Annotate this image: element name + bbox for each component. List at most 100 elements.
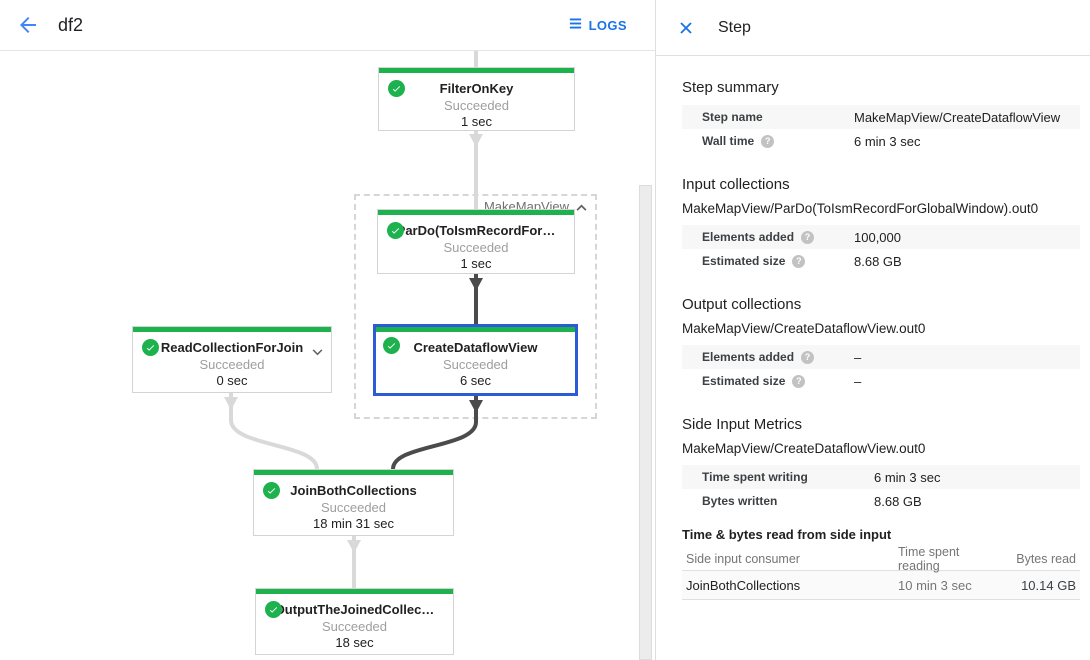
close-icon[interactable] <box>676 18 696 38</box>
column-header-time-reading: Time spent reading <box>898 544 960 573</box>
help-icon[interactable]: ? <box>761 134 775 148</box>
node-status-bar <box>378 210 574 215</box>
metric-row: Wall time? 6 min 3 sec <box>682 129 1080 153</box>
graph-node-outputthejoined[interactable]: OutputTheJoinedCollec… Succeeded 18 sec <box>255 588 454 655</box>
node-status: Succeeded <box>443 98 510 113</box>
success-check-icon <box>263 482 280 499</box>
node-time: 1 sec <box>460 114 493 129</box>
output-collections-rows: Elements added? – Estimated size? – <box>682 345 1080 393</box>
step-panel-header: Step <box>656 0 1090 56</box>
success-check-icon <box>142 339 159 356</box>
success-check-icon <box>265 601 282 618</box>
metric-label: Bytes written <box>702 494 778 508</box>
node-time: 0 sec <box>216 373 248 388</box>
success-check-icon <box>387 222 404 239</box>
metric-label: Time spent writing <box>702 470 808 484</box>
node-time: 18 sec <box>335 635 374 650</box>
metric-row: Elements added? 100,000 <box>682 225 1080 249</box>
graph-node-pardo-toismrecord[interactable]: ParDo(ToIsmRecordFor… Succeeded 1 sec <box>377 209 575 274</box>
job-title: df2 <box>58 14 84 35</box>
cell-bytes-read: 10.14 GB <box>1021 577 1076 593</box>
metric-row: Elements added? – <box>682 345 1080 369</box>
node-time: 18 min 31 sec <box>313 516 394 531</box>
step-panel-body: Step summary Step name MakeMapView/Creat… <box>656 79 1090 600</box>
side-input-table-header: Side input consumer Time spent reading B… <box>682 544 1080 573</box>
side-input-table-row: JoinBothCollections 10 min 3 sec 10.14 G… <box>682 571 1080 600</box>
node-status-bar <box>376 327 575 332</box>
node-time: 1 sec <box>460 256 492 271</box>
metric-value: 6 min 3 sec <box>874 469 941 485</box>
chevron-down-icon[interactable] <box>312 343 323 361</box>
help-icon[interactable]: ? <box>792 374 806 388</box>
graph-node-joinbothcollections[interactable]: JoinBothCollections Succeeded 18 min 31 … <box>253 469 454 536</box>
metric-label: Estimated size <box>702 374 786 388</box>
metric-value: 8.68 GB <box>874 493 922 509</box>
metric-row: Bytes written 8.68 GB <box>682 489 1080 513</box>
metric-value: 8.68 GB <box>854 253 902 269</box>
metric-label: Elements added <box>702 230 795 244</box>
node-status-bar <box>133 327 331 332</box>
node-status: Succeeded <box>443 240 509 255</box>
side-input-metrics-rows: Time spent writing 6 min 3 sec Bytes wri… <box>682 465 1080 513</box>
node-title: OutputTheJoinedCollec… <box>274 602 435 617</box>
node-status-bar <box>254 470 453 475</box>
logs-label: LOGS <box>588 17 627 33</box>
metric-label: Step name <box>702 110 763 124</box>
output-collection-name: MakeMapView/CreateDataflowView.out0 <box>682 321 926 336</box>
node-title: JoinBothCollections <box>290 483 417 498</box>
metric-label: Wall time <box>702 134 755 148</box>
step-panel-title: Step <box>718 18 751 36</box>
section-heading-side-input-metrics: Side Input Metrics <box>682 416 803 433</box>
node-title: FilterOnKey <box>439 81 514 96</box>
help-icon[interactable]: ? <box>801 230 815 244</box>
input-collection-name: MakeMapView/ParDo(ToIsmRecordForGlobalWi… <box>682 201 1039 216</box>
graph-canvas: MakeMapView <box>0 51 655 660</box>
section-heading-input-collections: Input collections <box>682 176 790 193</box>
node-status-bar <box>256 589 453 594</box>
input-collections-rows: Elements added? 100,000 Estimated size? … <box>682 225 1080 273</box>
graph-node-readcollectionforjoin[interactable]: ReadCollectionForJoin Succeeded 0 sec <box>132 326 332 393</box>
step-details-panel: Step Step summary Step name MakeMapView/… <box>655 0 1090 660</box>
column-header-bytes-read: Bytes read <box>1016 551 1076 566</box>
metric-value: – <box>854 349 862 365</box>
node-time: 6 sec <box>459 373 492 388</box>
column-header-consumer: Side input consumer <box>686 551 800 566</box>
chevron-up-icon <box>576 199 587 214</box>
section-heading-output-collections: Output collections <box>682 296 802 313</box>
cell-time-reading: 10 min 3 sec <box>898 577 972 593</box>
step-summary-rows: Step name MakeMapView/CreateDataflowView… <box>682 105 1080 153</box>
node-title: ReadCollectionForJoin <box>160 340 304 355</box>
back-arrow-icon[interactable] <box>16 13 40 37</box>
node-status-bar <box>379 68 574 73</box>
metric-row: Step name MakeMapView/CreateDataflowView <box>682 105 1080 129</box>
success-check-icon <box>383 337 400 354</box>
graph-edges <box>224 51 483 588</box>
node-title: CreateDataflowView <box>413 340 538 355</box>
side-input-collection-name: MakeMapView/CreateDataflowView.out0 <box>682 441 926 456</box>
metric-row: Estimated size? 8.68 GB <box>682 249 1080 273</box>
job-graph-panel: df2 LOGS MakeMapView <box>0 0 655 660</box>
node-status: Succeeded <box>320 500 387 515</box>
graph-node-filteronkey[interactable]: FilterOnKey Succeeded 1 sec <box>378 67 575 131</box>
cell-consumer: JoinBothCollections <box>686 577 801 593</box>
metric-value: – <box>854 373 862 389</box>
help-icon[interactable]: ? <box>792 254 806 268</box>
node-title: ParDo(ToIsmRecordFor… <box>396 223 556 238</box>
logs-list-icon <box>568 16 583 34</box>
help-icon[interactable]: ? <box>801 350 815 364</box>
success-check-icon <box>388 80 405 97</box>
metric-label: Estimated size <box>702 254 786 268</box>
metric-label: Elements added <box>702 350 795 364</box>
side-input-table-heading: Time & bytes read from side input <box>682 527 892 542</box>
logs-button[interactable]: LOGS <box>568 16 627 34</box>
vertical-scrollbar[interactable] <box>639 185 652 660</box>
graph-node-createdataflowview-selected[interactable]: CreateDataflowView Succeeded 6 sec <box>373 324 578 396</box>
node-status: Succeeded <box>442 357 509 372</box>
job-header: df2 LOGS <box>0 0 655 51</box>
metric-value: 100,000 <box>854 229 901 245</box>
metric-row: Estimated size? – <box>682 369 1080 393</box>
node-status: Succeeded <box>321 619 388 634</box>
section-heading-step-summary: Step summary <box>682 79 779 96</box>
metric-value: MakeMapView/CreateDataflowView <box>854 109 1061 125</box>
